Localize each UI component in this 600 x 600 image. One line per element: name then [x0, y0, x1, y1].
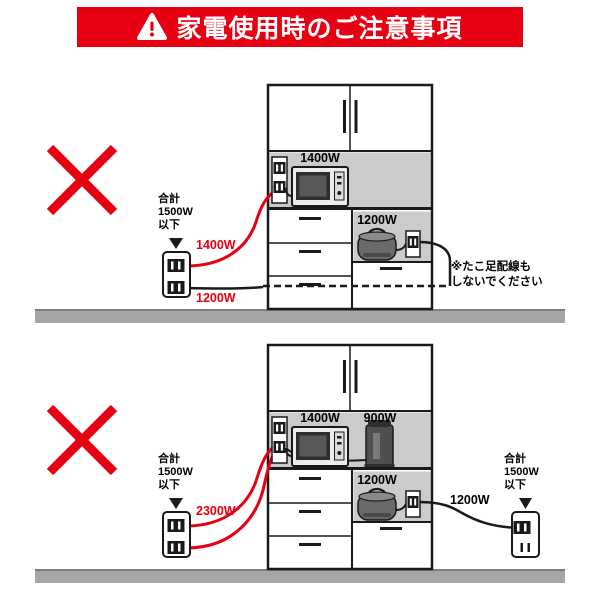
- power-cable-1200w-bottom: [418, 500, 512, 529]
- microwave-icon-bottom: [285, 426, 349, 467]
- kettle-wattage-label-bottom: 900W: [363, 411, 397, 425]
- rice-cooker-icon-bottom: [357, 487, 408, 521]
- wall-outlet-bottom-left: [162, 511, 191, 558]
- outlet-total-caption-bottom-right: 合計 1500W 以下: [504, 453, 539, 491]
- octopus-wiring-note: ※たこ足配線も しないでください: [451, 261, 543, 288]
- prohibition-cross-icon-top: [46, 144, 118, 216]
- power-cable-1400w-top: [185, 188, 278, 268]
- power-cables-2300w-bottom: [185, 443, 280, 550]
- floor-top: [35, 309, 565, 323]
- cable-1200w-label-bottom: 1200W: [450, 493, 490, 507]
- cable-1400w-label-top: 1400W: [196, 238, 236, 252]
- prohibition-cross-icon-bottom: [46, 404, 118, 476]
- page-title: 家電使用時のご注意事項: [176, 15, 463, 43]
- arrow-down-icon-top: [169, 238, 183, 249]
- wall-outlet-top: [162, 251, 191, 298]
- rice-cooker-wattage-label-bottom: 1200W: [357, 473, 397, 487]
- cable-1200w-label-top: 1200W: [196, 291, 236, 305]
- arrow-down-icon-bottom-left: [169, 498, 183, 509]
- wall-outlet-bottom-right: [511, 511, 540, 558]
- outlet-strip-top: [271, 156, 288, 204]
- power-cable-1200w-top: [185, 240, 452, 290]
- outlet-total-caption-top: 合計 1500W 以下: [158, 193, 193, 231]
- microwave-wattage-label-top: 1400W: [300, 151, 340, 165]
- cabinet-outlet-top: [405, 230, 421, 258]
- kettle-icon-bottom: [286, 420, 395, 467]
- microwave-wattage-label-bottom: 1400W: [300, 411, 340, 425]
- floor-bottom: [35, 569, 565, 583]
- cable-2300w-label-bottom: 2300W: [196, 504, 236, 518]
- cabinet-outlet-bottom: [405, 490, 421, 518]
- outlet-total-caption-bottom-left: 合計 1500W 以下: [158, 453, 193, 491]
- warning-banner: 家電使用時のご注意事項: [77, 7, 523, 47]
- microwave-icon-top: [285, 166, 349, 207]
- outlet-strip-bottom: [271, 416, 288, 464]
- rice-cooker-icon-top: [357, 227, 408, 261]
- rice-cooker-wattage-label-top: 1200W: [357, 213, 397, 227]
- warning-triangle-icon: [137, 13, 168, 41]
- arrow-down-icon-bottom-right: [519, 498, 532, 509]
